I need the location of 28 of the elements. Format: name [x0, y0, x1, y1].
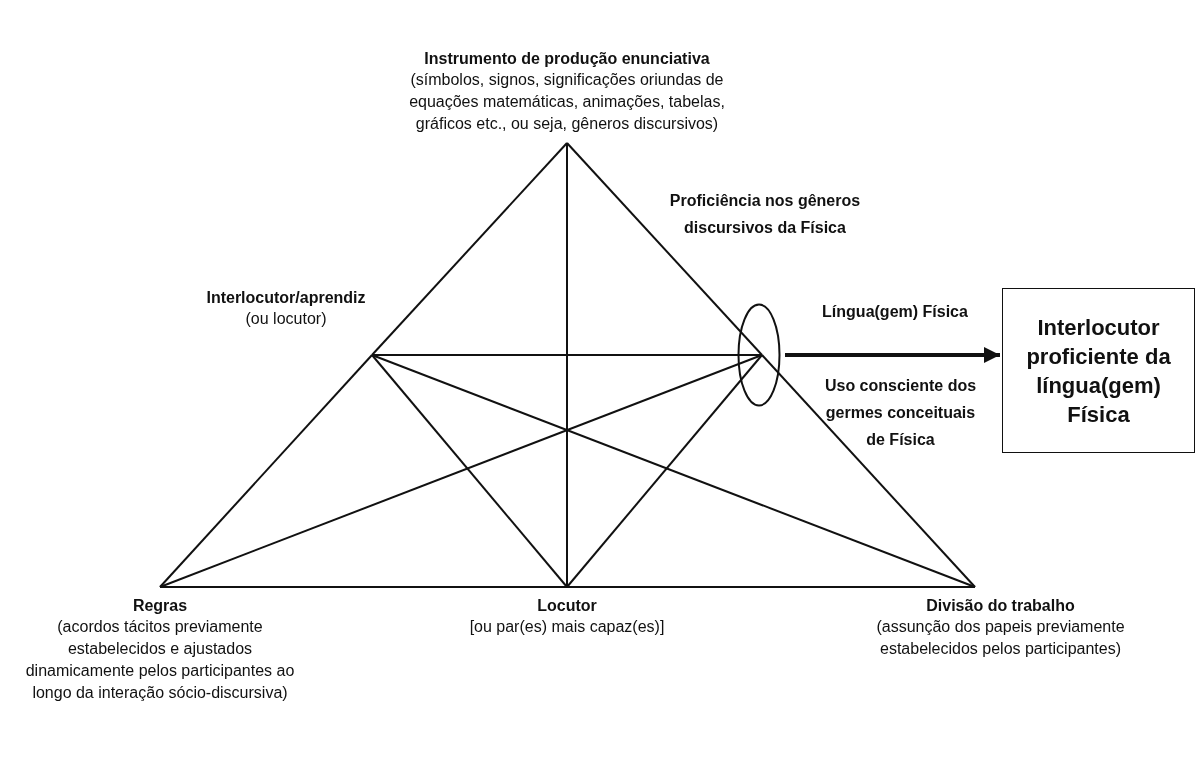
vertex-description: (assunção dos papeis previamente estabelecidos pelos participantes): [875, 617, 1126, 659]
arrow-note: Proficiência nos gêneros discursivos da Física: [668, 191, 862, 238]
connector-line: [566, 142, 568, 588]
vertex-heading: Regras: [131, 596, 189, 616]
connector-line: [159, 354, 373, 588]
arrow-note: Uso consciente dos germes conceituais de Física: [823, 376, 978, 450]
vertex-description: (símbolos, signos, significações oriundas de equações matemáticas, animações, tabelas, gráficos etc., ou seja, gêneros discursivos): [408, 70, 726, 134]
connector-line: [761, 354, 976, 588]
connector-line: [371, 354, 568, 588]
connector-line: [566, 142, 763, 356]
vertex-heading: Divisão do trabalho: [925, 596, 1076, 616]
vertex-heading: Instrumento de produção enunciativa: [423, 49, 711, 69]
outcome-box: Interlocutor proficiente da língua(gem) Física: [1002, 288, 1195, 453]
connector-line: [371, 142, 568, 356]
connector-line: [371, 354, 763, 356]
connector-line: [566, 586, 976, 588]
vertex-description: (acordos tácitos previamente estabelecidos e ajustados dinamicamente pelos participantes ao longo da interação sócio-discursiva): [24, 617, 296, 703]
vertex-description: (ou locutor): [244, 309, 328, 329]
vertex-heading: Interlocutor/aprendiz: [205, 288, 367, 308]
vertex-description: [ou par(es) mais capaz(es)]: [468, 617, 666, 637]
arrow: [785, 347, 1000, 363]
connector-line: [159, 586, 568, 588]
edge-label: Língua(gem) Física: [821, 302, 969, 322]
connector-line: [566, 354, 763, 588]
connector-line: [159, 354, 763, 588]
connector-line: [371, 354, 976, 588]
vertex-heading: Locutor: [536, 596, 598, 616]
object-ellipse: [737, 303, 781, 407]
